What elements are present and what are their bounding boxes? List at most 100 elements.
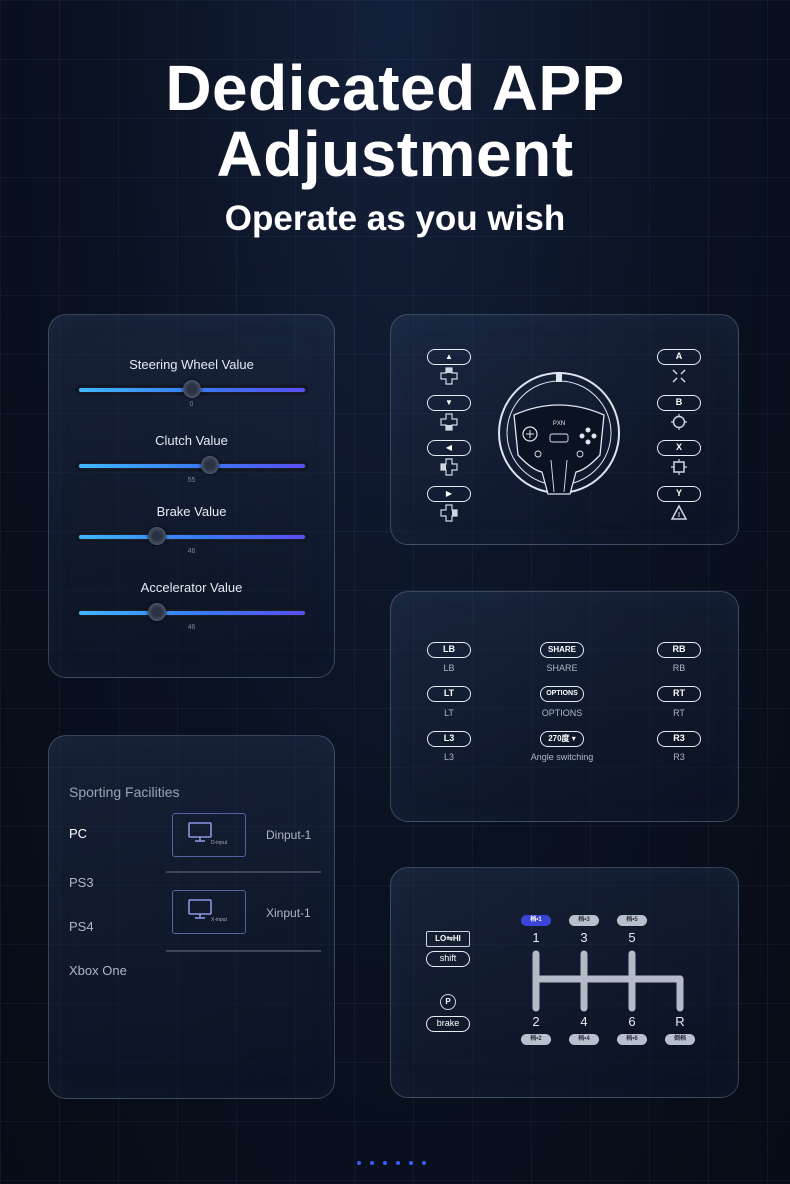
gear-number: 6 <box>628 1014 636 1029</box>
angle-select[interactable]: 270度 ▾ <box>540 731 584 747</box>
l3-label: L3 <box>443 752 454 762</box>
platform-item-pc[interactable]: PC <box>69 826 88 841</box>
r3-button[interactable]: R3 <box>657 731 701 747</box>
l3-button[interactable]: L3 <box>427 731 471 747</box>
clutch-slider-block: Clutch Value 55 <box>69 433 314 484</box>
angle-switching-label: Angle switching <box>530 752 594 762</box>
slider-fill <box>78 611 305 615</box>
brake-button[interactable]: brake <box>426 1016 470 1032</box>
gear-chip-r[interactable]: 倒档 <box>665 1034 695 1045</box>
platform-title: Sporting Facilities <box>69 784 180 800</box>
dpad-up-button[interactable]: ▲ <box>427 349 471 365</box>
gear-chip-4[interactable]: 档•4 <box>569 1034 599 1045</box>
mode-icon-text: X-input <box>211 917 227 923</box>
platform-item-ps3[interactable]: PS3 <box>69 875 94 890</box>
platform-panel: Sporting Facilities PC PS3 PS4 Xbox One … <box>48 735 335 1099</box>
circle-icon <box>671 414 687 430</box>
cross-icon <box>672 369 686 383</box>
triangle-icon <box>670 504 688 520</box>
gear-number: 5 <box>628 930 636 945</box>
options-label: OPTIONS <box>541 708 583 718</box>
xinput-mode-label: Xinput-1 <box>266 906 311 920</box>
slider-value: 46 <box>187 624 196 631</box>
xinput-mode-button[interactable]: X-input <box>172 890 246 934</box>
page-dot <box>383 1161 387 1165</box>
brake-slider[interactable] <box>75 527 308 545</box>
park-icon: P <box>440 994 456 1010</box>
platform-item-ps4[interactable]: PS4 <box>69 919 94 934</box>
a-button[interactable]: A <box>657 349 701 365</box>
dpad-down-icon <box>440 413 458 431</box>
gear-chip-6[interactable]: 档•6 <box>617 1034 647 1045</box>
page-dot <box>422 1161 426 1165</box>
slider-value: 0 <box>189 401 194 408</box>
gear-chip-1[interactable]: 档•1 <box>521 915 551 926</box>
dpad-right-icon <box>440 504 458 522</box>
slider-label: Brake Value <box>156 504 227 519</box>
gear-number: 4 <box>580 1014 588 1029</box>
slider-knob[interactable] <box>147 603 166 621</box>
x-button[interactable]: X <box>657 440 701 456</box>
divider <box>166 950 321 952</box>
share-label: SHARE <box>546 663 578 673</box>
dpad-down-button[interactable]: ▼ <box>427 395 471 411</box>
hero-title-line2: Adjustment <box>216 118 574 190</box>
divider <box>166 871 321 873</box>
mode-icon-text: D-input <box>211 840 228 846</box>
dinput-mode-label: Dinput-1 <box>266 828 312 842</box>
platform-item-xbox-one[interactable]: Xbox One <box>69 963 127 978</box>
dpad-left-icon <box>440 458 458 476</box>
dpad-up-icon <box>440 367 458 385</box>
accelerator-slider[interactable] <box>75 603 308 621</box>
steering-wheel-slider[interactable] <box>75 380 308 398</box>
shift-button[interactable]: shift <box>426 951 470 967</box>
monitor-icon <box>188 822 212 842</box>
rb-button[interactable]: RB <box>657 642 701 658</box>
gear-chip-3[interactable]: 档•3 <box>569 915 599 926</box>
gear-number: 1 <box>532 930 540 945</box>
steering-wheel-slider-block: Steering Wheel Value 0 <box>69 357 314 408</box>
share-button[interactable]: SHARE <box>540 642 584 658</box>
options-button[interactable]: OPTIONS <box>540 686 584 702</box>
slider-knob[interactable] <box>182 380 201 398</box>
slider-label: Clutch Value <box>155 433 228 448</box>
square-icon <box>671 459 687 475</box>
page-dot <box>396 1161 400 1165</box>
b-button[interactable]: B <box>657 395 701 411</box>
gear-number: R <box>675 1014 685 1029</box>
button-mapping-panel: ▲ ▼ ◀ ▶ PXN A B X Y <box>390 314 739 545</box>
slider-knob[interactable] <box>147 527 166 545</box>
rt-button[interactable]: RT <box>657 686 701 702</box>
hero-subtitle: Operate as you wish <box>224 199 566 238</box>
hero: Dedicated APP Adjustment Operate as you … <box>0 55 790 239</box>
accelerator-slider-block: Accelerator Value 46 <box>69 580 314 631</box>
y-button[interactable]: Y <box>657 486 701 502</box>
shoulder-buttons-panel: LB LB SHARE SHARE RB RB LT LT OPTIONS OP… <box>390 591 739 822</box>
gear-chip-5[interactable]: 档•5 <box>617 915 647 926</box>
lt-label: LT <box>444 708 454 718</box>
slider-value: 55 <box>187 477 196 484</box>
gear-number: 2 <box>532 1014 540 1029</box>
lb-button[interactable]: LB <box>427 642 471 658</box>
dpad-left-button[interactable]: ◀ <box>427 440 471 456</box>
lo-hi-toggle[interactable]: LO⇋HI <box>426 931 470 947</box>
lt-button[interactable]: LT <box>427 686 471 702</box>
slider-fill <box>78 464 305 468</box>
page-dot <box>357 1161 361 1165</box>
hero-title-line1: Dedicated APP <box>165 52 625 124</box>
value-sliders-panel: Steering Wheel Value 0 Clutch Value 55 B… <box>48 314 335 678</box>
slider-label: Steering Wheel Value <box>129 357 254 372</box>
page-dot <box>409 1161 413 1165</box>
slider-knob[interactable] <box>201 456 220 474</box>
gear-chip-2[interactable]: 档•2 <box>521 1034 551 1045</box>
dpad-right-button[interactable]: ▶ <box>427 486 471 502</box>
slider-fill <box>78 535 305 539</box>
page-dot <box>370 1161 374 1165</box>
r3-label: R3 <box>673 752 685 762</box>
dinput-mode-button[interactable]: D-input <box>172 813 246 857</box>
slider-value: 46 <box>187 548 196 555</box>
clutch-slider[interactable] <box>75 456 308 474</box>
rt-label: RT <box>673 708 685 718</box>
shifter-panel: LO⇋HI shift P brake 档•1 档•3 档•5 1 3 5 2 … <box>390 867 739 1098</box>
brake-slider-block: Brake Value 46 <box>69 504 314 555</box>
